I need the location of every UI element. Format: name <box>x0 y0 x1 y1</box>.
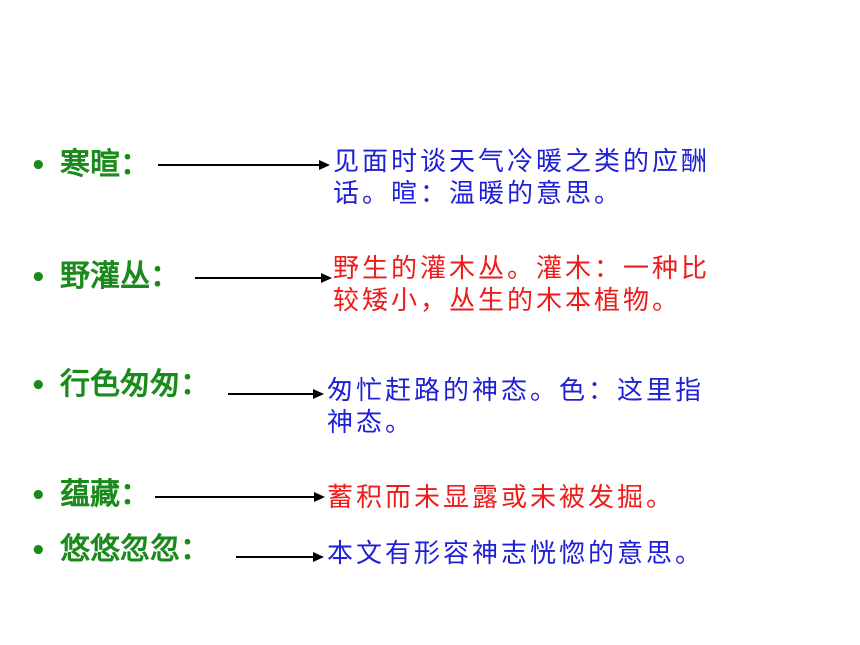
definition-line: 话。暄：温暖的意思。 <box>333 179 624 209</box>
term-item: • 行色匆匆： <box>30 368 210 403</box>
arrow-icon <box>236 550 324 564</box>
arrow-icon <box>155 490 325 504</box>
term-label: 野灌丛： <box>60 259 180 294</box>
bullet-icon: • <box>30 371 47 401</box>
definition-line: 神态。 <box>327 408 415 438</box>
arrow-icon <box>228 387 324 401</box>
bullet-icon: • <box>30 536 47 566</box>
bullet-icon: • <box>30 151 47 181</box>
term-item: • 野灌丛： <box>30 260 180 295</box>
definition-line: 见面时谈天气冷暖之类的应酬 <box>333 147 711 177</box>
definition-line: 本文有形容神志恍惚的意思。 <box>327 539 705 569</box>
definition-line: 野生的灌木丛。灌木：一种比 <box>333 254 711 284</box>
arrow-icon <box>158 158 330 172</box>
definition: 见面时谈天气冷暖之类的应酬 话。暄：温暖的意思。 <box>333 146 710 210</box>
definition: 蓄积而未显露或未被发掘。 <box>327 482 675 514</box>
term-item: • 寒暄： <box>30 148 150 183</box>
term-label: 悠悠忽忽： <box>60 532 210 567</box>
definition-line: 蓄积而未显露或未被发掘。 <box>327 483 676 513</box>
definition: 匆忙赶路的神态。色：这里指 神态。 <box>327 375 704 439</box>
bullet-icon: • <box>30 263 47 293</box>
term-item: • 悠悠忽忽： <box>30 533 210 568</box>
definition-line: 匆忙赶路的神态。色：这里指 <box>327 376 705 406</box>
arrow-icon <box>195 271 332 285</box>
definition: 野生的灌木丛。灌木：一种比 较矮小，丛生的木本植物。 <box>333 253 710 317</box>
term-label: 寒暄： <box>60 147 150 182</box>
term-item: • 蕴藏： <box>30 478 150 513</box>
definition: 本文有形容神志恍惚的意思。 <box>327 538 704 570</box>
term-label: 行色匆匆： <box>60 367 210 402</box>
definition-line: 较矮小，丛生的木本植物。 <box>333 286 682 316</box>
bullet-icon: • <box>30 481 47 511</box>
term-label: 蕴藏： <box>60 477 150 512</box>
